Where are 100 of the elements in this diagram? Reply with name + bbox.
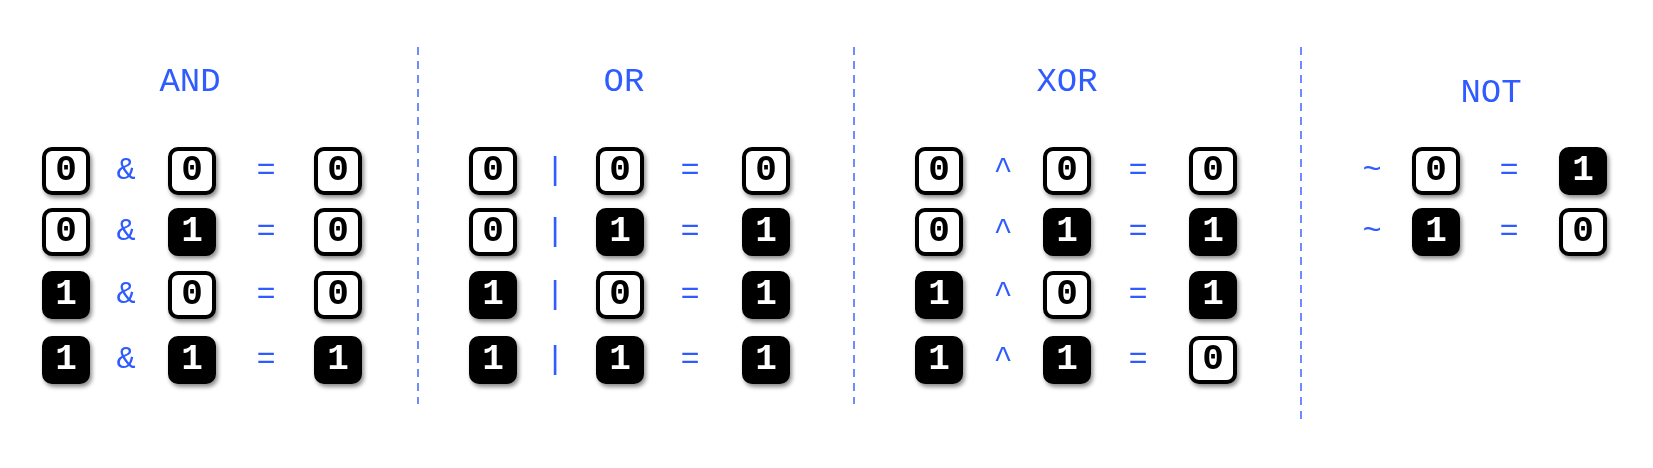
bit-value: 1 bbox=[1202, 214, 1224, 250]
operator-symbol: = bbox=[680, 216, 700, 248]
bit-tile bbox=[314, 336, 362, 384]
bit-value: 1 bbox=[609, 214, 631, 250]
bit-value: 0 bbox=[327, 277, 349, 313]
bit-tile bbox=[1559, 147, 1607, 195]
bit-tile bbox=[742, 208, 790, 256]
bit-value: 1 bbox=[928, 277, 950, 313]
operator-symbol: = bbox=[1128, 344, 1148, 376]
bit-value: 0 bbox=[1056, 153, 1078, 189]
bit-tile bbox=[42, 147, 90, 195]
operator-symbol: & bbox=[116, 344, 136, 376]
bit-value: 1 bbox=[1572, 153, 1594, 189]
bit-value: 0 bbox=[609, 153, 631, 189]
bit-value: 1 bbox=[1425, 214, 1447, 250]
bit-value: 0 bbox=[1202, 153, 1224, 189]
bit-tile bbox=[314, 271, 362, 319]
section-heading: AND bbox=[159, 65, 221, 99]
bit-value: 0 bbox=[928, 153, 950, 189]
bit-tile bbox=[596, 271, 644, 319]
bit-value: 0 bbox=[609, 277, 631, 313]
bit-value: 1 bbox=[327, 342, 349, 378]
section-heading: XOR bbox=[1036, 65, 1098, 99]
bit-value: 1 bbox=[482, 277, 504, 313]
section-heading: NOT bbox=[1460, 76, 1522, 110]
section-heading: OR bbox=[603, 65, 645, 99]
bit-tile bbox=[469, 147, 517, 195]
bit-tile bbox=[42, 271, 90, 319]
bit-tile bbox=[469, 336, 517, 384]
bit-value: 0 bbox=[1572, 214, 1594, 250]
bit-value: 1 bbox=[55, 342, 77, 378]
bit-tile bbox=[742, 271, 790, 319]
bit-value: 0 bbox=[482, 153, 504, 189]
operator-symbol: ^ bbox=[993, 216, 1013, 248]
operator-symbol: = bbox=[256, 155, 276, 187]
operator-symbol: = bbox=[1128, 155, 1148, 187]
bit-tile bbox=[915, 336, 963, 384]
bit-value: 1 bbox=[1056, 214, 1078, 250]
bit-tile bbox=[42, 208, 90, 256]
operator-symbol: ~ bbox=[1362, 155, 1382, 187]
bit-value: 0 bbox=[1056, 277, 1078, 313]
bit-value: 1 bbox=[609, 342, 631, 378]
bit-value: 1 bbox=[755, 214, 777, 250]
operator-symbol: = bbox=[680, 279, 700, 311]
bit-value: 0 bbox=[928, 214, 950, 250]
bit-value: 0 bbox=[181, 153, 203, 189]
operator-symbol: ^ bbox=[993, 155, 1013, 187]
bit-value: 1 bbox=[181, 214, 203, 250]
bit-value: 1 bbox=[1202, 277, 1224, 313]
operator-symbol: = bbox=[256, 344, 276, 376]
operator-symbol: | bbox=[545, 155, 565, 187]
operator-symbol: ^ bbox=[993, 344, 1013, 376]
bit-value: 1 bbox=[482, 342, 504, 378]
operator-symbol: = bbox=[1128, 279, 1148, 311]
operator-symbol: ^ bbox=[993, 279, 1013, 311]
bit-tile bbox=[1189, 147, 1237, 195]
operator-symbol: = bbox=[1499, 155, 1519, 187]
bit-value: 0 bbox=[55, 153, 77, 189]
bit-tile bbox=[42, 336, 90, 384]
bit-tile bbox=[596, 147, 644, 195]
bit-value: 1 bbox=[1056, 342, 1078, 378]
bit-tile bbox=[314, 208, 362, 256]
bit-tile bbox=[469, 208, 517, 256]
bit-value: 1 bbox=[55, 277, 77, 313]
operator-symbol: = bbox=[680, 344, 700, 376]
bit-tile bbox=[168, 147, 216, 195]
bit-value: 0 bbox=[482, 214, 504, 250]
operator-symbol: = bbox=[1499, 216, 1519, 248]
bit-tile bbox=[1412, 208, 1460, 256]
bit-tile bbox=[915, 271, 963, 319]
bit-value: 0 bbox=[1425, 153, 1447, 189]
operator-symbol: & bbox=[116, 279, 136, 311]
bit-tile bbox=[469, 271, 517, 319]
operator-symbol: = bbox=[1128, 216, 1148, 248]
operator-symbol: | bbox=[545, 344, 565, 376]
operator-symbol: | bbox=[545, 216, 565, 248]
operator-symbol: & bbox=[116, 155, 136, 187]
bit-tile bbox=[1043, 336, 1091, 384]
operator-symbol: & bbox=[116, 216, 136, 248]
bit-value: 0 bbox=[1202, 342, 1224, 378]
bit-tile bbox=[1559, 208, 1607, 256]
bit-tile bbox=[314, 147, 362, 195]
bit-tile bbox=[742, 336, 790, 384]
bit-tile bbox=[915, 208, 963, 256]
bit-tile bbox=[742, 147, 790, 195]
operator-symbol: = bbox=[256, 279, 276, 311]
operator-symbol: = bbox=[680, 155, 700, 187]
bit-value: 0 bbox=[55, 214, 77, 250]
bit-tile bbox=[1189, 208, 1237, 256]
bit-tile bbox=[1189, 336, 1237, 384]
bit-tile bbox=[1043, 208, 1091, 256]
bit-tile bbox=[596, 336, 644, 384]
bit-value: 0 bbox=[327, 214, 349, 250]
bit-tile bbox=[1043, 271, 1091, 319]
bit-tile bbox=[168, 208, 216, 256]
bit-value: 1 bbox=[755, 342, 777, 378]
bit-tile bbox=[168, 336, 216, 384]
operator-symbol: ~ bbox=[1362, 216, 1382, 248]
operator-symbol: | bbox=[545, 279, 565, 311]
bit-tile bbox=[596, 208, 644, 256]
